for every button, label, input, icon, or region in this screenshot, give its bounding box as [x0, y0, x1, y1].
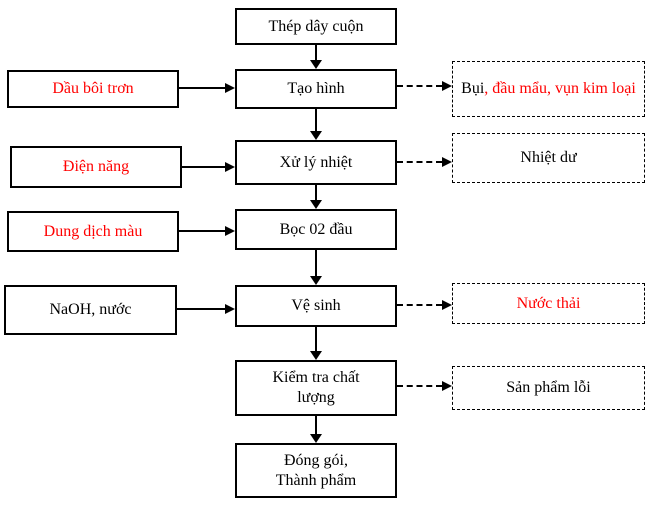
- arrow-shaft: [179, 87, 225, 89]
- process-step-box-thep-day-cuon: Thép dây cuộn: [235, 8, 397, 45]
- input-box-naoh-nuoc: NaOH, nước: [4, 285, 177, 335]
- input-box-dau-boi-tron: Dầu bôi trơn: [7, 70, 179, 108]
- arrow-shaft: [397, 385, 442, 387]
- arrow-head-right-icon: [225, 162, 235, 172]
- arrow-xu-ly-nhiet-to-boc-02-dau: [310, 185, 322, 209]
- arrow-shaft: [397, 304, 442, 306]
- arrow-xu-ly-nhiet-to-nhiet-du: [397, 157, 452, 167]
- arrow-head-right-icon: [225, 83, 235, 93]
- arrow-dung-dich-mau-to-boc-02-dau: [179, 226, 235, 236]
- input-label: NaOH, nước: [49, 301, 132, 319]
- arrow-shaft: [315, 45, 317, 60]
- process-step-label: Tạo hình: [287, 80, 345, 98]
- process-step-label: Bọc 02 đầu: [279, 220, 353, 238]
- arrow-head-down-icon: [310, 276, 322, 285]
- arrow-head-down-icon: [310, 434, 322, 443]
- process-step-box-xu-ly-nhiet: Xử lý nhiệt: [235, 140, 397, 185]
- arrow-shaft: [397, 85, 442, 87]
- process-step-label: Đóng gói, Thành phẩm: [275, 451, 357, 489]
- process-step-box-ve-sinh: Vệ sinh: [235, 285, 397, 327]
- arrow-kiem-tra-to-san-pham-loi: [397, 381, 452, 391]
- arrow-head-down-icon: [310, 60, 322, 69]
- output-label-part1: Bụi: [461, 80, 485, 98]
- arrow-naoh-nuoc-to-ve-sinh: [177, 304, 235, 314]
- arrow-shaft: [315, 109, 317, 131]
- input-label: Dầu bôi trơn: [52, 80, 134, 98]
- arrow-head-right-icon: [225, 226, 235, 236]
- arrow-dien-nang-to-xu-ly-nhiet: [182, 162, 235, 172]
- arrow-head-down-icon: [310, 351, 322, 360]
- output-label: Bụi, đầu mẩu, vụn kim loại: [461, 79, 636, 99]
- arrow-shaft: [315, 185, 317, 200]
- process-step-box-boc-02-dau: Bọc 02 đầu: [235, 209, 397, 250]
- process-step-box-kiem-tra-chat-luong: Kiểm tra chất lượng: [235, 360, 397, 416]
- input-box-dung-dich-mau: Dung dịch màu: [7, 211, 179, 252]
- arrow-head-down-icon: [310, 200, 322, 209]
- arrow-shaft: [315, 327, 317, 351]
- arrow-head-right-icon: [442, 81, 452, 91]
- input-label: Dung dịch màu: [43, 222, 143, 240]
- output-box-nuoc-thai: Nước thải: [452, 283, 645, 324]
- arrow-shaft: [182, 166, 225, 168]
- input-label: Điện năng: [62, 158, 130, 176]
- arrow-head-down-icon: [310, 131, 322, 140]
- arrow-kiem-tra-to-dong-goi: [310, 416, 322, 443]
- arrow-head-right-icon: [225, 304, 235, 314]
- output-label: Sản phẩm lỗi: [506, 379, 591, 397]
- arrow-dau-boi-tron-to-tao-hinh: [179, 83, 235, 93]
- input-box-dien-nang: Điện năng: [10, 146, 182, 188]
- arrow-tao-hinh-to-xu-ly-nhiet: [310, 109, 322, 140]
- arrow-ve-sinh-to-kiem-tra: [310, 327, 322, 360]
- output-box-san-pham-loi: Sản phẩm lỗi: [452, 366, 645, 410]
- arrow-shaft: [315, 416, 317, 434]
- output-box-bui-dau-mau-vun-kim-loai: Bụi, đầu mẩu, vụn kim loại: [452, 61, 645, 117]
- process-step-box-tao-hinh: Tạo hình: [235, 69, 397, 109]
- arrow-shaft: [177, 308, 225, 310]
- arrow-boc-02-dau-to-ve-sinh: [310, 250, 322, 285]
- process-step-label: Kiểm tra chất lượng: [272, 369, 360, 406]
- output-label: Nhiệt dư: [520, 149, 577, 167]
- process-step-label: Xử lý nhiệt: [279, 153, 353, 171]
- arrow-shaft: [315, 250, 317, 276]
- arrow-shaft: [397, 161, 442, 163]
- arrow-head-right-icon: [442, 381, 452, 391]
- arrow-ve-sinh-to-nuoc-thai: [397, 300, 452, 310]
- arrow-head-right-icon: [442, 157, 452, 167]
- output-label-part2: , đầu mẩu, vụn kim loại: [484, 80, 636, 98]
- output-box-nhiet-du: Nhiệt dư: [452, 133, 645, 183]
- arrow-thep-day-cuon-to-tao-hinh: [310, 45, 322, 69]
- arrow-head-right-icon: [442, 300, 452, 310]
- process-step-label: Thép dây cuộn: [268, 17, 364, 35]
- arrow-tao-hinh-to-bui: [397, 81, 452, 91]
- process-step-box-dong-goi-thanh-pham: Đóng gói, Thành phẩm: [235, 443, 397, 498]
- arrow-shaft: [179, 230, 225, 232]
- process-step-label: Vệ sinh: [291, 297, 341, 315]
- output-label: Nước thải: [516, 294, 581, 312]
